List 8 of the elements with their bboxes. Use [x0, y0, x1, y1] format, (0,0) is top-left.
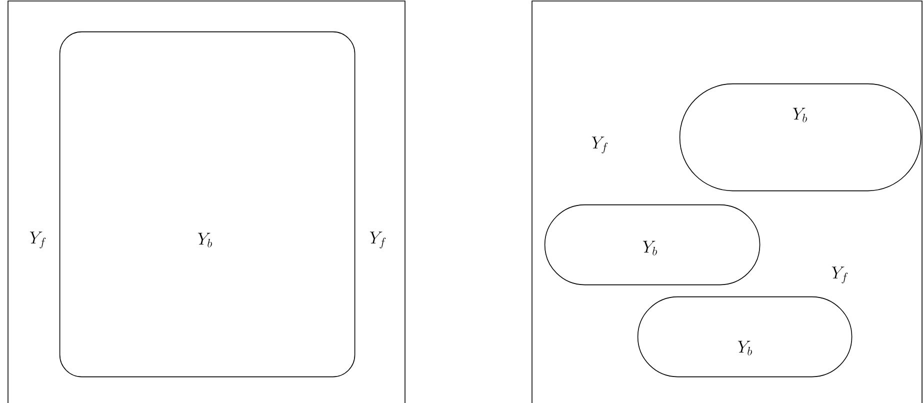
math-label: $Y_b$ [792, 108, 807, 122]
math-label: $Y_b$ [642, 240, 657, 256]
math-label: $Y_f$ [30, 232, 46, 248]
math-label: $Y_f$ [370, 232, 386, 248]
math-label: $Y_b$ [198, 232, 212, 248]
math-label: $Y_f$ [592, 136, 608, 154]
math-label: $Y_f$ [832, 266, 848, 284]
math-label: $Y_b$ [738, 340, 752, 356]
